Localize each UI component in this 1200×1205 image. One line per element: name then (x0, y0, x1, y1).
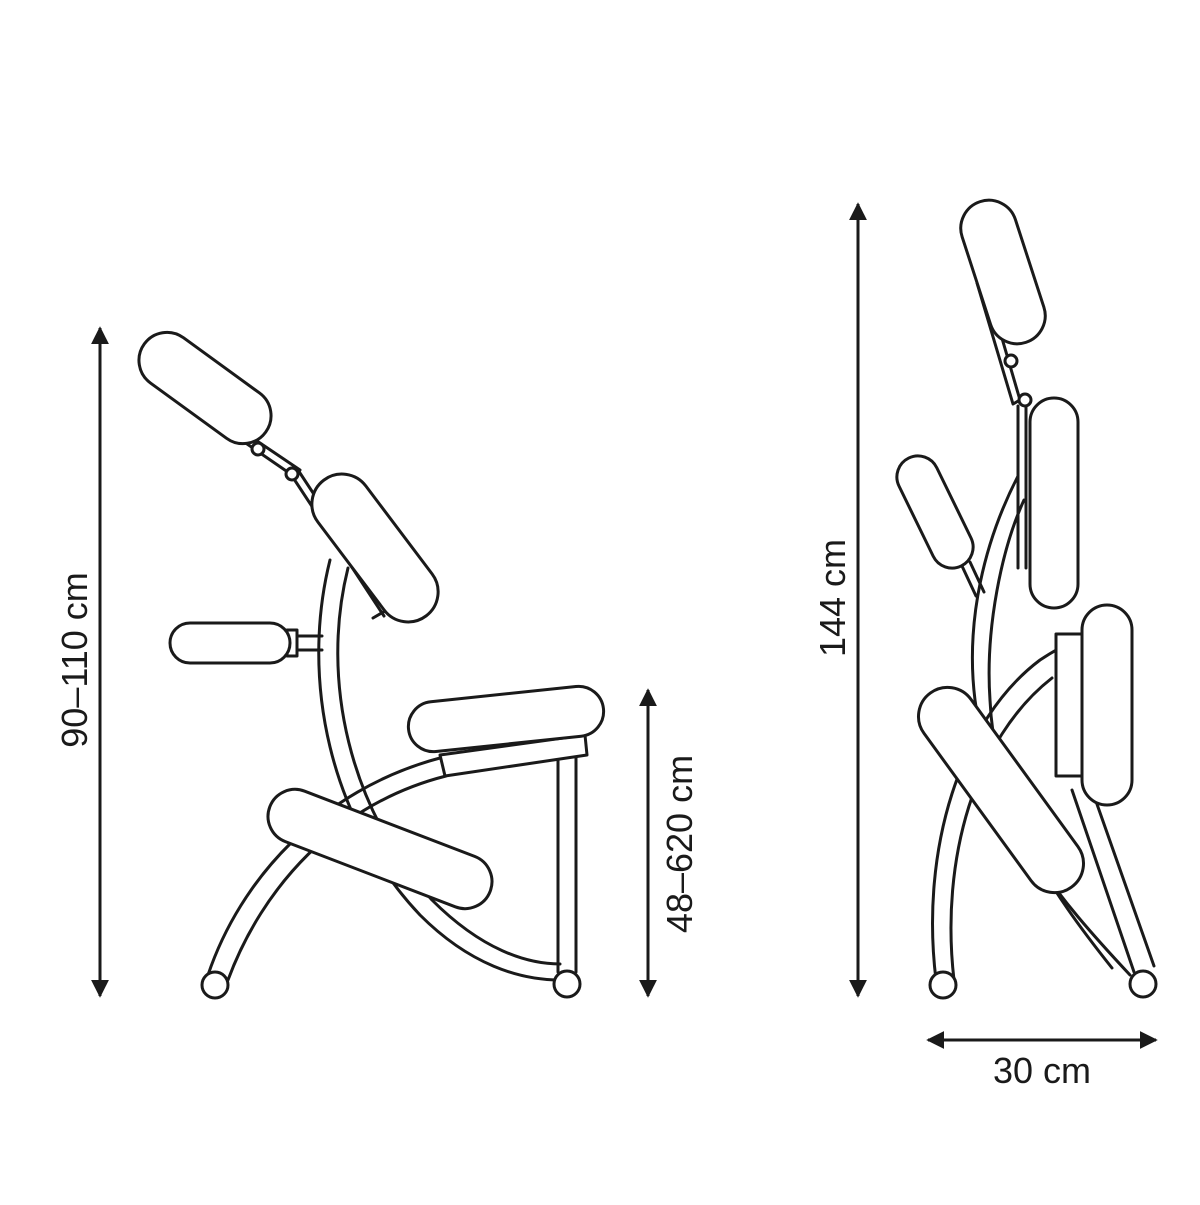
seat-pad (406, 684, 606, 754)
folded-seat-pad (1080, 603, 1134, 807)
folded-chest-pad (1028, 396, 1080, 610)
arm-rest-pad (168, 621, 292, 665)
folded-arm-rest-pad (895, 454, 975, 570)
folded-height-dimension-label: 144 cm (812, 539, 853, 657)
folded-face-cradle-pad (959, 198, 1047, 346)
face-cradle-pad (137, 330, 273, 446)
front-foot (200, 970, 230, 1000)
rear-foot (552, 969, 582, 999)
folded-front-foot (928, 970, 958, 1000)
knee-pad (266, 787, 494, 911)
chair-frame (184, 395, 589, 982)
seat-height-dimension-label: 48–620 cm (659, 755, 700, 933)
height-dimension-label: 90–110 cm (54, 572, 95, 747)
unfolded-chair: 90–110 cm 48–620 cm (54, 326, 700, 1000)
folded-rear-foot (1128, 969, 1158, 999)
folded-depth-dimension-label: 30 cm (993, 1050, 1091, 1091)
folded-chair: 144 cm 30 cm (812, 198, 1158, 1091)
folded-knee-pad (917, 685, 1085, 895)
chest-pad (310, 472, 440, 624)
